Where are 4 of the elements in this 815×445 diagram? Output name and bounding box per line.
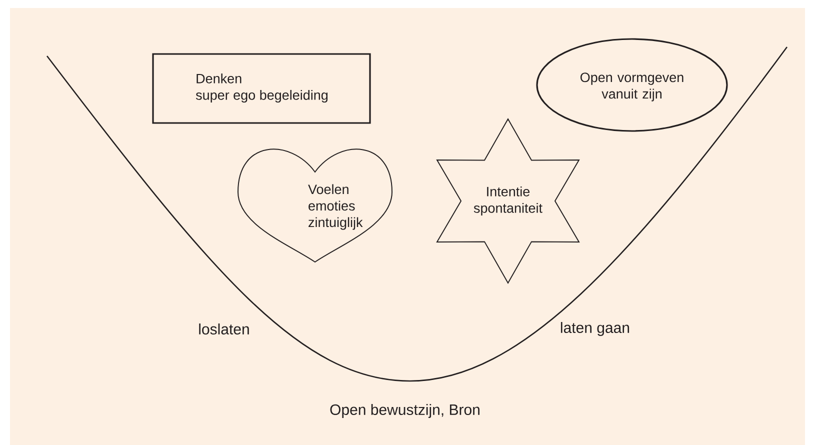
text-box: Denken super ego begeleiding xyxy=(152,53,371,124)
curve-label: laten gaan xyxy=(560,322,630,336)
curve-label: loslaten xyxy=(199,323,249,334)
curve-label: Open bewustzijn, Bron xyxy=(330,404,480,418)
